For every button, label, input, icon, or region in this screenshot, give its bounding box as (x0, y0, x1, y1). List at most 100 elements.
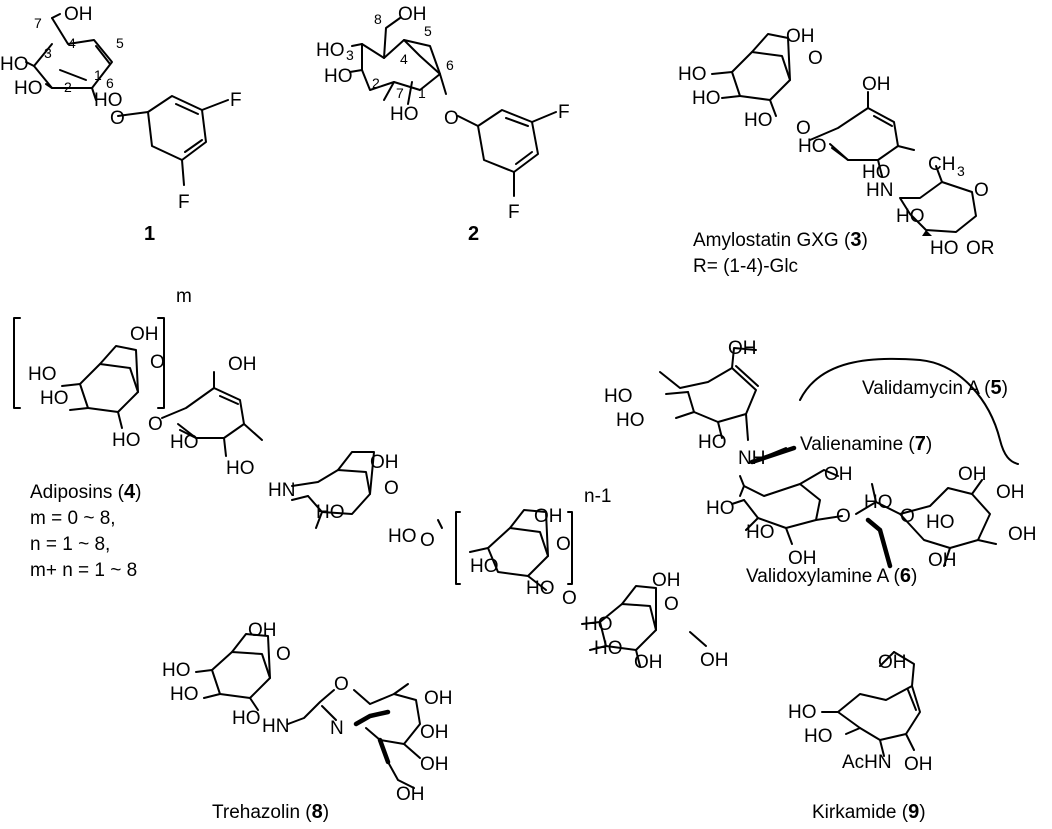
c4-oh-5-label: OH (652, 570, 681, 591)
c1-locant-7: 7 (34, 15, 42, 31)
compound-5-6-7-labels: OH HO HO HO NH HO HO OH OH O HO O OH OH … (604, 338, 1037, 587)
c3-ho-c-label: HO (744, 110, 773, 131)
c2-locant-2: 2 (372, 75, 380, 91)
c1-o-ether-label: O (110, 108, 125, 129)
c8-o-ring-label: O (276, 644, 291, 665)
c4-o-link-3-label: O (562, 588, 577, 609)
compound-8-structure (195, 633, 421, 789)
c5-ho-c-label: HO (698, 432, 727, 453)
compound-4-condition-m: m = 0 ~ 8, (30, 508, 116, 529)
c3-or-label: OR (966, 238, 995, 259)
compound-3-r-definition: R= (1-4)-Glc (693, 256, 798, 277)
c3-oh-mid-label: OH (862, 74, 891, 95)
compound-4-caption: Adiposins (4) (30, 481, 141, 503)
c5-ho-a-label: HO (604, 386, 633, 407)
c8-oh-d-label: OH (396, 784, 425, 805)
c1-f-bottom-label: F (178, 192, 190, 213)
c8-ho-c-label: HO (232, 708, 261, 729)
c9-achn-label: AcHN (842, 752, 892, 773)
c4-ho-5-label: HO (226, 458, 255, 479)
c3-hn-label: HN (866, 180, 893, 201)
c8-oh-top-label: OH (248, 620, 277, 641)
c3-ch-label: CH (928, 154, 955, 175)
c3-ho-g-label: HO (930, 238, 959, 259)
c9-ho-a-label: HO (788, 702, 817, 723)
c3-ho-d-label: HO (798, 136, 827, 157)
c4-o-link-1-label: O (148, 414, 163, 435)
c5-oh-k-label: OH (928, 550, 957, 571)
c3-o-link-label: O (796, 118, 811, 139)
c2-o-ether-label: O (444, 108, 459, 129)
c2-locant-7: 7 (396, 85, 404, 101)
compound-1-number: 1 (144, 223, 155, 245)
c4-index-n: n-1 (584, 486, 611, 507)
c3-ho-b-label: HO (692, 88, 721, 109)
c3-ho-a-label: HO (678, 64, 707, 85)
c2-ho-2-label: HO (324, 66, 353, 87)
c1-ho-2-label: HO (14, 78, 43, 99)
c4-ho-9-label: HO (526, 578, 555, 599)
compound-8-caption: Trehazolin (8) (212, 801, 329, 823)
c5-oh-i-label: OH (1008, 524, 1037, 545)
c2-f-top-label: F (558, 102, 570, 123)
compound-5-caption: Validamycin A (5) (862, 377, 1008, 399)
c2-f-bottom-label: F (508, 202, 520, 223)
compound-4-structure (13, 317, 707, 667)
c8-oh-a-label: OH (424, 688, 453, 709)
c4-oh-4-label: OH (534, 506, 563, 527)
c1-oh-label: OH (64, 4, 93, 25)
c1-ho-3-label: HO (0, 54, 29, 75)
c5-oh-low-label: OH (788, 548, 817, 569)
c4-oh-1-label: OH (130, 324, 159, 345)
c4-ho-7-label: HO (388, 526, 417, 547)
c1-locant-1: 1 (94, 67, 102, 83)
c5-o-link-label: O (836, 506, 851, 527)
compound-9-caption: Kirkamide (9) (812, 801, 926, 823)
c4-ho-8-label: HO (470, 556, 499, 577)
c3-ho-e-label: HO (862, 162, 891, 183)
c9-oh-top-label: OH (878, 652, 907, 673)
c8-ho-a-label: HO (162, 660, 191, 681)
compound-1-labels: OH 7 3 4 5 6 2 1 HO HO HO O F F 1 (0, 4, 242, 245)
compound-4-labels: OH O HO HO HO O m OH HO HO HN OH O HO HO… (28, 286, 729, 673)
c2-locant-4: 4 (400, 51, 408, 67)
c4-o-1-label: O (150, 352, 165, 373)
c8-ho-b-label: HO (170, 684, 199, 705)
c4-o-link-2-label: O (420, 530, 435, 551)
c1-f-top-label: F (230, 90, 242, 111)
compound-9-structure (821, 651, 921, 757)
c5-ho-j-label: HO (926, 512, 955, 533)
c2-locant-8: 8 (374, 11, 382, 27)
c8-hn-label: HN (262, 716, 289, 737)
c5-ho-d-label: HO (706, 498, 735, 519)
c1-ho-1-label: HO (94, 90, 123, 111)
compound-2-number: 2 (468, 223, 479, 245)
c5-ho-b-label: HO (616, 410, 645, 431)
c2-oh-label: OH (398, 4, 427, 25)
c1-locant-6: 6 (106, 75, 114, 91)
c4-oh-3-label: OH (370, 452, 399, 473)
c9-ho-b-label: HO (804, 726, 833, 747)
c1-locant-2: 2 (64, 79, 72, 95)
c4-ho-10-label: HO (584, 614, 613, 635)
compound-4-condition-n: n = 1 ~ 8, (30, 534, 110, 555)
c1-locant-4: 4 (68, 35, 76, 51)
c4-o-3-label: O (556, 534, 571, 555)
c1-locant-5: 5 (116, 35, 124, 51)
c8-n-label: N (330, 718, 344, 739)
c4-oh-7-label: OH (700, 650, 729, 671)
compound-8-labels: OH O HO HO HO HN O N OH OH OH OH Trehazo… (162, 620, 453, 823)
c4-oh-2-label: OH (228, 354, 257, 375)
c3-o-ring2-label: O (974, 180, 989, 201)
compound-6-caption: Validoxylamine A (6) (746, 565, 917, 587)
compound-5-6-7-structure (659, 347, 1019, 569)
compound-3-structure (711, 33, 977, 236)
c4-ho-1-label: HO (28, 364, 57, 385)
c3-oh-top-label: OH (786, 26, 815, 47)
c4-ho-6-label: HO (316, 502, 345, 523)
c3-ch3-subscript: 3 (957, 163, 965, 179)
compound-7-caption: Valienamine (7) (800, 433, 932, 455)
c4-oh-6-label: OH (634, 652, 663, 673)
compound-2-structure (349, 17, 557, 197)
